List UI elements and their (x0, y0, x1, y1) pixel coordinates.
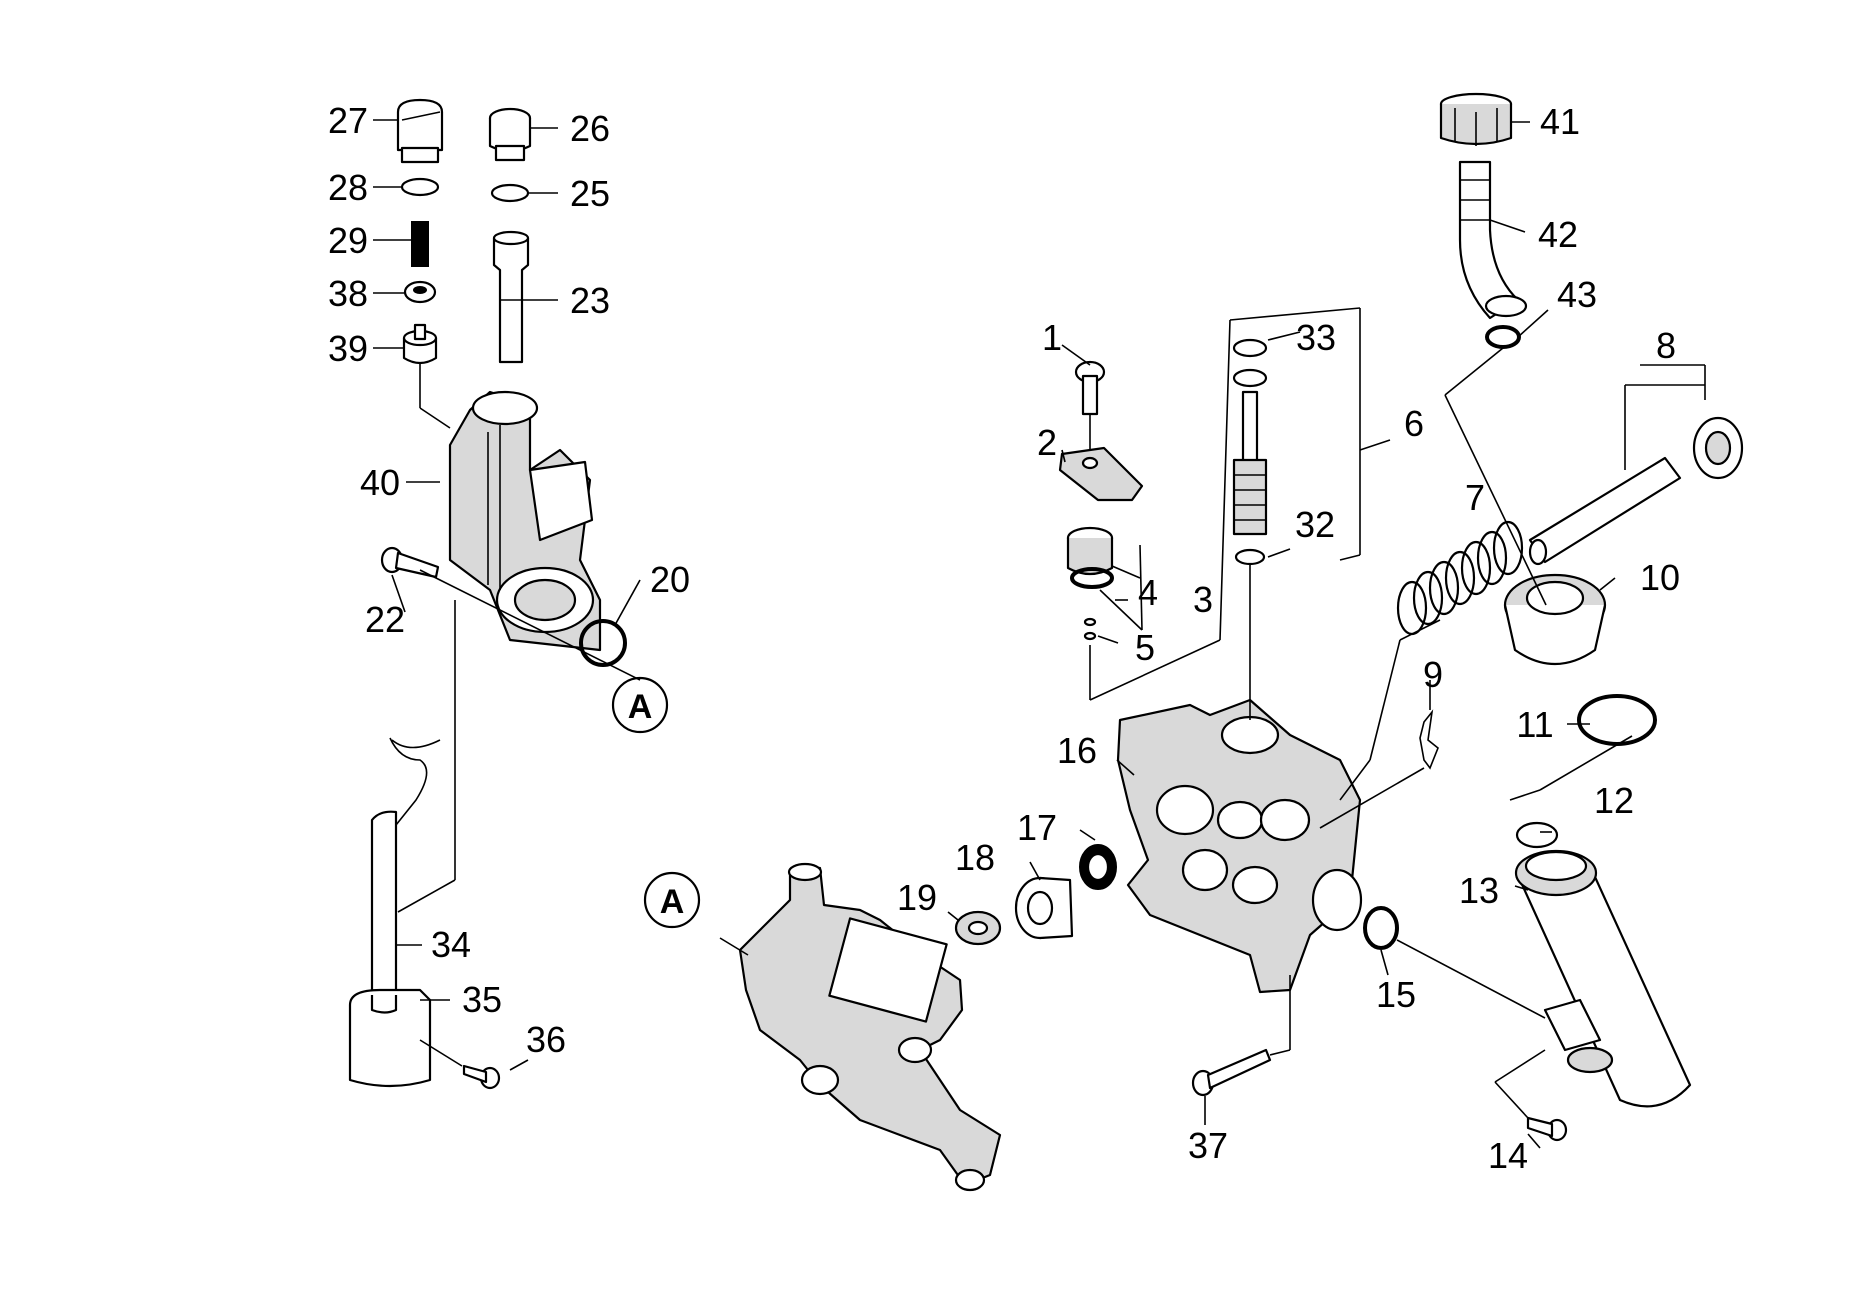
part-3-valve (1066, 526, 1114, 576)
part-38-nut (403, 280, 437, 304)
callout-35: 35 (462, 979, 502, 1020)
part-20-o-ring (579, 619, 627, 667)
callout-37: 37 (1188, 1125, 1228, 1166)
part-17-seal (1079, 844, 1117, 890)
part-28-o-ring (400, 177, 440, 197)
callout-39: 39 (328, 328, 368, 369)
callout-9: 9 (1423, 654, 1443, 695)
part-26-plug (488, 107, 532, 162)
callout-5: 5 (1135, 627, 1155, 668)
part-34-sensor (370, 737, 441, 997)
callout-28: 28 (328, 167, 368, 208)
callout-6: 6 (1404, 403, 1424, 444)
part-23-valve-stem (492, 230, 530, 364)
part-12-o-ring (1515, 821, 1559, 849)
part-16-pump-head (1116, 698, 1363, 994)
part-22-screw (380, 546, 440, 579)
part-4-o-ring (1070, 567, 1114, 589)
part-18-valve (1014, 876, 1074, 940)
callout-18: 18 (955, 837, 995, 878)
part-10-union-nut (1503, 573, 1607, 666)
reference-circle-a-left: A (611, 676, 669, 734)
callout-27: 27 (328, 100, 368, 141)
part-42-elbow-fitting (1458, 160, 1528, 320)
part-40-valve-housing (448, 390, 602, 652)
callout-labels: 1 2 3 4 5 6 7 8 9 10 11 12 13 14 15 16 1… (328, 100, 1680, 1176)
part-14-screw (1526, 1116, 1568, 1142)
callout-36: 36 (526, 1019, 566, 1060)
callout-16: 16 (1057, 730, 1097, 771)
callout-17: 17 (1017, 807, 1057, 848)
callout-32: 32 (1295, 504, 1335, 545)
part-manifold (738, 862, 1002, 1192)
part-25-o-ring (490, 183, 530, 203)
callout-19: 19 (897, 877, 937, 918)
callout-23: 23 (570, 280, 610, 321)
callout-20: 20 (650, 559, 690, 600)
callout-26: 26 (570, 108, 610, 149)
callout-12: 12 (1594, 780, 1634, 821)
part-29-spring (411, 221, 429, 267)
callout-15: 15 (1376, 974, 1416, 1015)
part-27-plug (396, 98, 444, 164)
callout-29: 29 (328, 220, 368, 261)
part-2-plate (1058, 446, 1144, 502)
callout-25: 25 (570, 173, 610, 214)
part-15-o-ring (1363, 906, 1399, 950)
callout-3: 3 (1193, 579, 1213, 620)
part-43-o-ring (1485, 325, 1521, 349)
callout-38: 38 (328, 273, 368, 314)
part-19-washer (954, 910, 1002, 946)
callout-14: 14 (1488, 1135, 1528, 1176)
callout-10: 10 (1640, 557, 1680, 598)
reference-circle-a-right: A (643, 871, 701, 929)
callout-43: 43 (1557, 274, 1597, 315)
callout-8: 8 (1656, 325, 1676, 366)
callout-41: 41 (1540, 101, 1580, 142)
callout-11: 11 (1516, 704, 1553, 745)
part-7-spring (1396, 520, 1524, 636)
part-41-nut (1439, 92, 1513, 146)
callout-33: 33 (1296, 317, 1336, 358)
part-1-screw (1074, 360, 1106, 416)
callout-1: 1 (1042, 317, 1062, 358)
part-35-sleeve (348, 988, 432, 1088)
part-8-tube (1528, 416, 1744, 566)
part-36-screw (462, 1064, 501, 1090)
part-32-o-ring (1234, 548, 1266, 566)
part-11-seal-ring (1577, 694, 1657, 746)
callout-34: 34 (431, 924, 471, 965)
part-37-screw (1191, 1048, 1272, 1097)
callout-13: 13 (1459, 870, 1499, 911)
callout-42: 42 (1538, 214, 1578, 255)
part-6-piston-assembly (1232, 390, 1268, 536)
callout-22: 22 (365, 599, 405, 640)
part-33-cap (1232, 338, 1268, 388)
part-13-filter-housing (1514, 849, 1692, 1108)
callout-40: 40 (360, 462, 400, 503)
reference-a-left-text: A (628, 688, 653, 726)
part-39-valve-seat (402, 323, 438, 365)
callout-4: 4 (1138, 572, 1158, 613)
part-5-small-ring (1083, 617, 1097, 641)
reference-a-right-text: A (660, 883, 685, 921)
callout-2: 2 (1037, 422, 1057, 463)
callout-7: 7 (1465, 477, 1485, 518)
leader-lines (373, 119, 1706, 1149)
part-9-clip (1419, 709, 1439, 770)
